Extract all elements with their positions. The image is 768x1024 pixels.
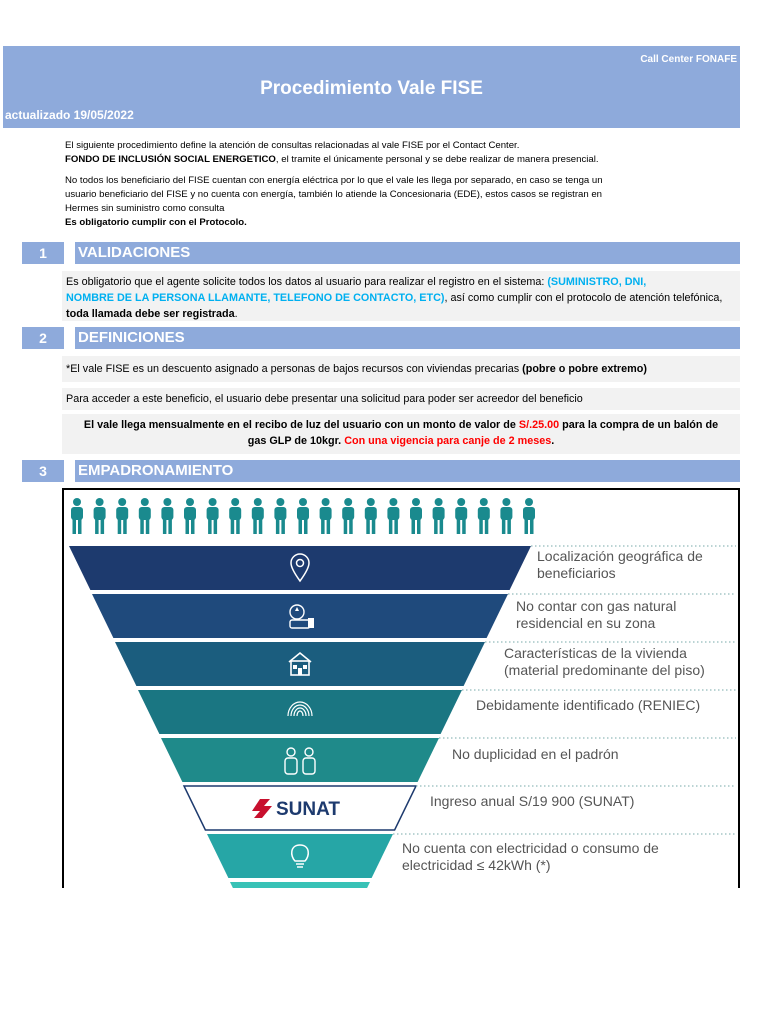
person-icon bbox=[523, 498, 535, 534]
funnel-band bbox=[138, 690, 462, 734]
funnel-band bbox=[92, 594, 508, 638]
person-icon bbox=[116, 498, 129, 534]
funnel-bands bbox=[69, 546, 531, 888]
section-3-title: EMPADRONAMIENTO bbox=[75, 460, 740, 482]
funnel-band bbox=[182, 785, 418, 831]
gas-stove-icon bbox=[289, 604, 314, 629]
funnel-band bbox=[115, 642, 485, 686]
person-icon bbox=[93, 498, 106, 534]
people-row bbox=[71, 498, 535, 534]
intro-line: Hermes sin suministro como consulta bbox=[65, 203, 225, 214]
criterion-5-label: No duplicidad en el padrón bbox=[452, 746, 619, 762]
intro-paragraph-2: No todos los beneficiario del FISE cuent… bbox=[65, 174, 705, 230]
person-icon bbox=[364, 498, 377, 534]
call-center-label: Call Center FONAFE bbox=[640, 54, 737, 65]
person-icon bbox=[138, 498, 151, 534]
criterion-3-label: Características de la vivienda(material … bbox=[504, 645, 705, 678]
section-1-title: VALIDACIONES bbox=[75, 242, 740, 264]
intro-line: Es obligatorio cumplir con el Protocolo. bbox=[65, 217, 247, 228]
fingerprint-icon bbox=[287, 701, 313, 717]
person-icon bbox=[274, 498, 287, 534]
person-icon bbox=[297, 498, 309, 534]
updated-date: actualizado 19/05/2022 bbox=[5, 108, 134, 122]
person-icon bbox=[410, 498, 422, 534]
person-icon bbox=[161, 498, 174, 534]
funnel-band bbox=[230, 882, 370, 888]
section-1-number: 1 bbox=[22, 242, 64, 264]
criterion-6-label: Ingreso anual S/19 900 (SUNAT) bbox=[430, 793, 635, 809]
location-pin-icon bbox=[290, 553, 310, 583]
person-icon bbox=[342, 498, 355, 534]
page-title: Procedimiento Vale FISE bbox=[260, 78, 483, 99]
funnel-icons: SUNAT bbox=[252, 553, 340, 868]
two-people-icon bbox=[284, 747, 316, 775]
person-icon bbox=[251, 498, 264, 534]
intro-paragraph-1: El siguiente procedimiento define la ate… bbox=[65, 139, 705, 167]
funnel-band bbox=[207, 834, 393, 878]
person-icon bbox=[71, 498, 83, 534]
definicion-2-box: Para acceder a este beneficio, el usuari… bbox=[62, 388, 740, 410]
lightbulb-icon bbox=[290, 844, 310, 868]
person-icon bbox=[477, 498, 490, 534]
intro-line: El siguiente procedimiento define la ate… bbox=[65, 140, 520, 151]
sunat-logo: SUNAT bbox=[252, 799, 340, 820]
funnel-band bbox=[69, 546, 531, 590]
person-icon bbox=[319, 498, 332, 534]
house-icon bbox=[288, 651, 312, 676]
intro-line: usuario beneficiario del FISE y no cuent… bbox=[65, 189, 603, 200]
intro-line: No todos los beneficiario del FISE cuent… bbox=[65, 175, 603, 186]
section-2-number: 2 bbox=[22, 327, 64, 349]
criterion-4-label: Debidamente identificado (RENIEC) bbox=[476, 697, 701, 713]
person-icon bbox=[387, 498, 400, 534]
validaciones-box: Es obligatorio que el agente solicite to… bbox=[62, 271, 740, 321]
person-icon bbox=[206, 498, 219, 534]
intro-line: FONDO DE INCLUSIÓN SOCIAL ENERGETICO, el… bbox=[65, 154, 599, 165]
funnel-band bbox=[161, 738, 439, 782]
person-icon bbox=[500, 498, 513, 534]
section-2-title: DEFINICIONES bbox=[75, 327, 740, 349]
definicion-1-box: *El vale FISE es un descuento asignado a… bbox=[62, 356, 740, 382]
header-banner: Call Center FONAFE Procedimiento Vale FI… bbox=[3, 46, 740, 128]
definicion-3-box: El vale llega mensualmente en el recibo … bbox=[62, 414, 740, 454]
person-icon bbox=[432, 498, 445, 534]
section-3-number: 3 bbox=[22, 460, 64, 482]
person-icon bbox=[184, 498, 196, 534]
sunat-logo-text: SUNAT bbox=[276, 799, 340, 820]
person-icon bbox=[455, 498, 468, 534]
funnel-graphic: SUNAT bbox=[69, 498, 736, 888]
person-icon bbox=[229, 498, 242, 534]
dotted-guides bbox=[393, 545, 736, 835]
